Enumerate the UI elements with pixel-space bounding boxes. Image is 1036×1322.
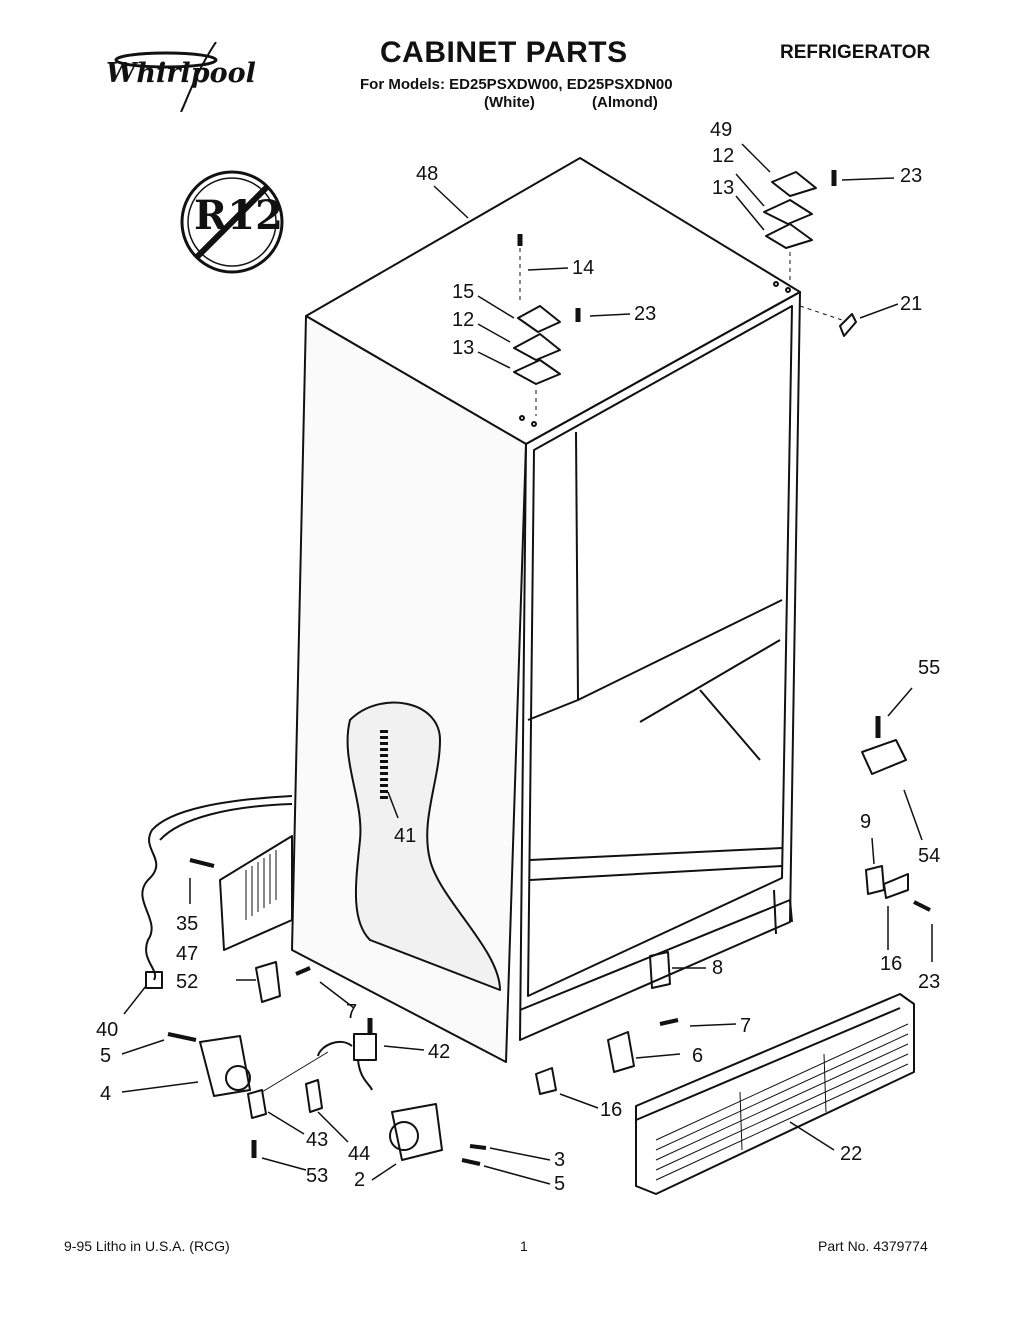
callout-41: 41 [394, 825, 417, 847]
callout-9: 9 [860, 811, 872, 833]
toe-grille [635, 993, 915, 1195]
callout-49: 49 [710, 119, 733, 141]
callout-13: 13 [452, 337, 475, 359]
callout-12: 12 [712, 145, 735, 167]
page-title: CABINET PARTS [380, 36, 628, 69]
callout-23: 23 [918, 971, 941, 993]
callout-44: 44 [348, 1143, 371, 1165]
callout-6: 6 [692, 1045, 704, 1067]
callout-8: 8 [712, 957, 724, 979]
callout-21: 21 [900, 293, 923, 315]
callout-16: 16 [600, 1099, 623, 1121]
liner-opening [575, 431, 783, 701]
callout-15: 15 [452, 281, 475, 303]
callout-12: 12 [452, 309, 475, 331]
no-r12-icon [178, 168, 286, 276]
callout-3: 3 [554, 1149, 566, 1171]
category-label: REFRIGERATOR [780, 42, 931, 63]
callout-40: 40 [96, 1019, 119, 1041]
callout-5: 5 [554, 1173, 566, 1195]
cabinet-left-side [291, 315, 527, 1063]
whirlpool-logo [96, 41, 256, 113]
color-white-label: (White) [484, 94, 535, 111]
callout-13: 13 [712, 177, 735, 199]
callout-52: 52 [176, 971, 199, 993]
callout-48: 48 [416, 163, 439, 185]
callout-35: 35 [176, 913, 199, 935]
callout-42: 42 [428, 1041, 451, 1063]
cabinet-front-inner [527, 305, 793, 997]
power-cord [141, 795, 293, 981]
callout-23: 23 [634, 303, 657, 325]
callout-7: 7 [740, 1015, 752, 1037]
callout-55: 55 [918, 657, 941, 679]
color-almond-label: (Almond) [592, 94, 658, 111]
r12-badge-text: R12 [194, 192, 283, 239]
callout-54: 54 [918, 845, 941, 867]
callout-23: 23 [900, 165, 923, 187]
page-number: 1 [520, 1238, 528, 1254]
footer-print-info: 9-95 Litho in U.S.A. (RCG) [64, 1238, 230, 1254]
callout-2: 2 [354, 1169, 366, 1191]
callout-47: 47 [176, 943, 199, 965]
callout-5: 5 [100, 1045, 112, 1067]
callout-4: 4 [100, 1083, 112, 1105]
callout-16: 16 [880, 953, 903, 975]
callout-53: 53 [306, 1165, 329, 1187]
models-line: For Models: ED25PSXDW00, ED25PSXDN00 [360, 76, 673, 93]
part-number: Part No. 4379774 [818, 1238, 928, 1254]
cabinet-front-frame [519, 291, 801, 1041]
callout-43: 43 [306, 1129, 329, 1151]
callout-14: 14 [572, 257, 595, 279]
callout-7: 7 [346, 1001, 358, 1023]
brand-wordmark: Whirlpool [106, 58, 256, 89]
callout-22: 22 [840, 1143, 863, 1165]
